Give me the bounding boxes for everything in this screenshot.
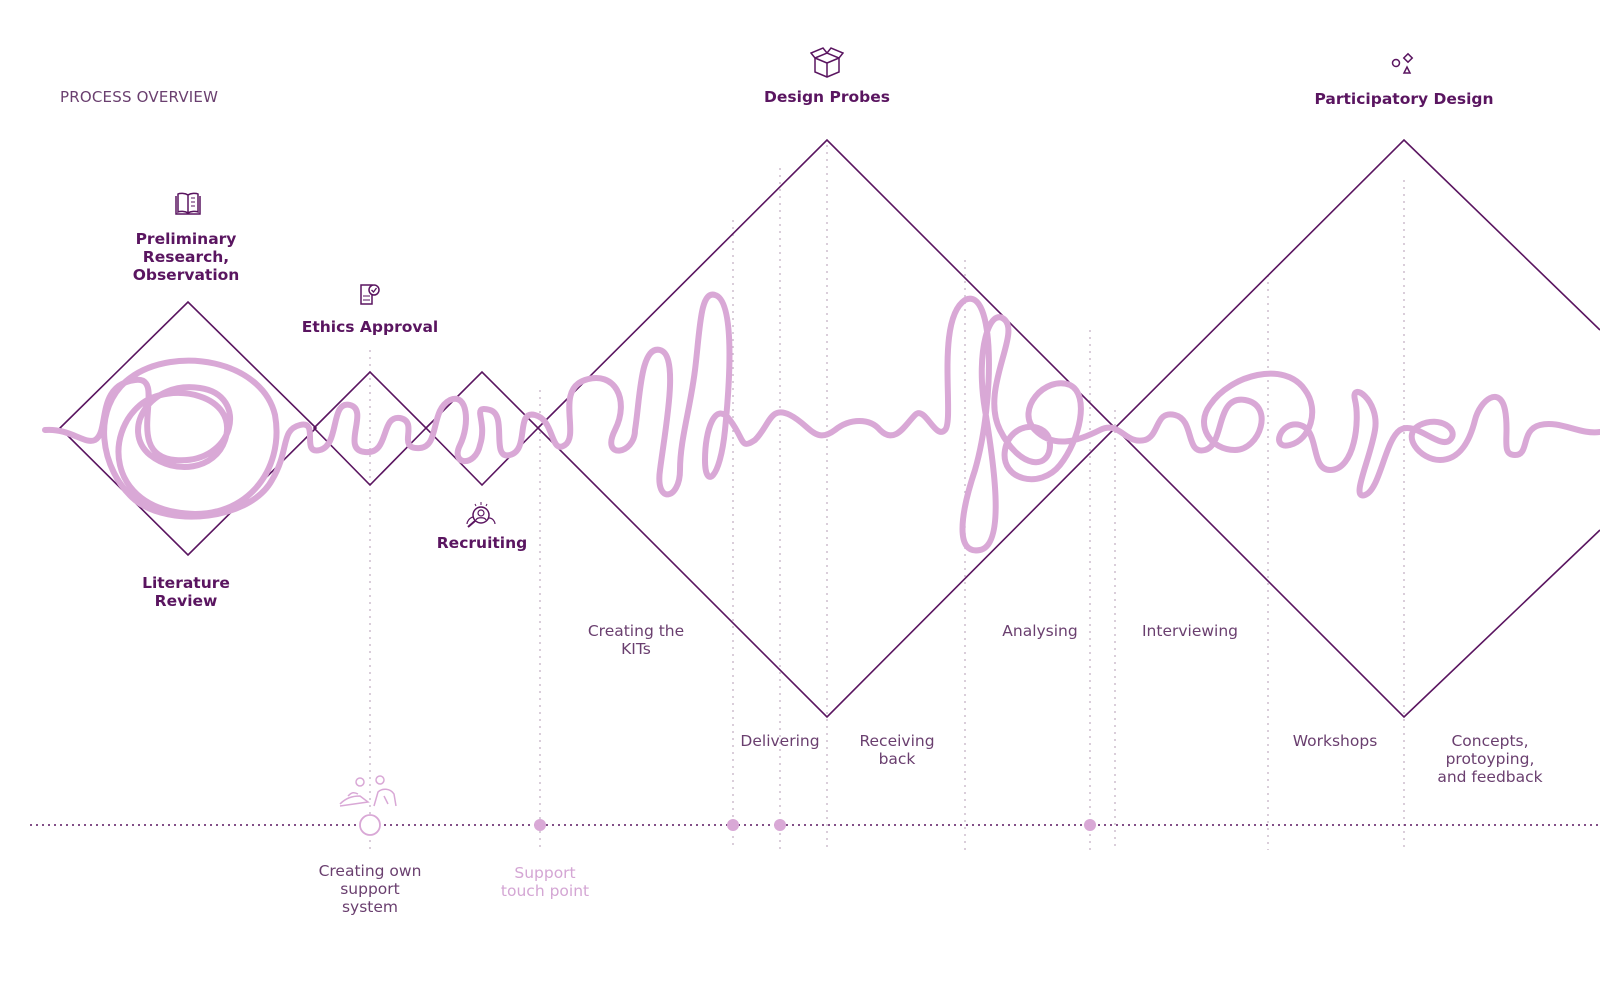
box-icon xyxy=(810,47,844,78)
document-check-icon xyxy=(360,284,380,305)
page-title: PROCESS OVERVIEW xyxy=(60,88,219,106)
phase-label-recruiting: Recruiting xyxy=(436,534,528,552)
timeline-marker-open xyxy=(359,814,381,836)
step-label-concepts: Concepts, protoyping, and feedback xyxy=(1437,732,1543,786)
step-label-analysing: Analysing xyxy=(1002,622,1078,640)
timeline-marker xyxy=(534,819,546,831)
phase-label-participatory: Participatory Design xyxy=(1314,90,1494,108)
people-support-icon xyxy=(339,775,397,807)
timeline-label-support-touch: Support touch point xyxy=(500,864,590,900)
squiggle-line xyxy=(42,291,1600,554)
step-label-interviewing: Interviewing xyxy=(1141,622,1239,640)
timeline-markers xyxy=(359,814,1096,836)
phase-label-design-probes: Design Probes xyxy=(764,88,890,106)
phase-label-preliminary: Preliminary Research, Observation xyxy=(132,230,240,284)
step-label-receiving-back: Receiving back xyxy=(859,732,935,768)
book-icon xyxy=(175,192,201,215)
search-people-icon xyxy=(466,502,496,528)
step-label-delivering: Delivering xyxy=(740,732,820,750)
phase-label-ethics: Ethics Approval xyxy=(301,318,439,336)
timeline-marker xyxy=(1084,819,1096,831)
diamond-preliminary xyxy=(58,300,318,557)
timeline-marker xyxy=(727,819,739,831)
shapes-icon xyxy=(1391,52,1414,74)
step-label-workshops: Workshops xyxy=(1292,732,1378,750)
guide-lines xyxy=(369,145,1405,850)
phase-label-literature: Literature Review xyxy=(142,574,230,610)
step-label-creating-kits: Creating the KITs xyxy=(587,622,685,658)
timeline-label-creating-support: Creating own support system xyxy=(318,862,422,916)
timeline-marker xyxy=(774,819,786,831)
diamond-outlines xyxy=(58,138,1600,719)
